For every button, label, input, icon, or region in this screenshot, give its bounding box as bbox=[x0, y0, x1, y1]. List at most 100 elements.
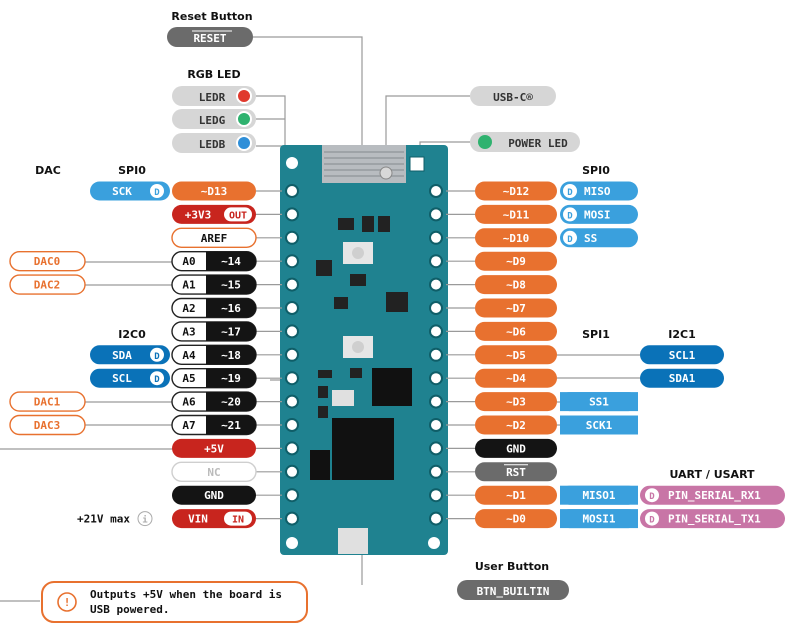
digital-alt-label: ~18 bbox=[221, 349, 241, 362]
left-pin-+5V: +5V bbox=[172, 438, 256, 458]
pin-label-box bbox=[475, 345, 557, 365]
header-pad bbox=[429, 394, 443, 409]
pin-label-box bbox=[171, 227, 257, 249]
left-pin-A6: A6~20 bbox=[171, 391, 257, 412]
right-pin-~D3: ~D3 bbox=[475, 392, 557, 412]
header-uart: UART / USART bbox=[669, 468, 755, 481]
header-pad bbox=[285, 371, 299, 386]
analog-pin-label: A3 bbox=[182, 325, 195, 338]
left-pin-~D13: ~D13 bbox=[172, 181, 256, 201]
header-spi1: SPI1 bbox=[582, 328, 610, 341]
pin-label: ~D5 bbox=[506, 349, 526, 362]
header-spi0-left: SPI0 bbox=[118, 164, 146, 177]
pin-label-box bbox=[475, 204, 557, 224]
left-pin-GND: GND bbox=[172, 485, 256, 505]
header-pad bbox=[285, 394, 299, 409]
pin-tag-badge bbox=[224, 511, 252, 526]
dac-label-box bbox=[9, 414, 86, 436]
pin-label-box bbox=[475, 181, 557, 201]
dac-label-box bbox=[9, 274, 86, 295]
pin-label: ~D10 bbox=[503, 232, 530, 245]
green-led-icon bbox=[236, 111, 252, 127]
pin-label-box bbox=[475, 228, 557, 248]
digital-alt-label: ~14 bbox=[221, 255, 241, 268]
digital-alt-label: ~17 bbox=[221, 325, 241, 338]
usbc-text: USB-C® bbox=[493, 91, 533, 104]
pin-label: RST bbox=[506, 466, 526, 479]
pin-label-box bbox=[475, 298, 557, 318]
dac-label: DAC1 bbox=[34, 396, 61, 409]
i2c0-label: SDA bbox=[112, 349, 132, 362]
analog-pin-label: A6 bbox=[182, 396, 196, 409]
power-led-icon bbox=[478, 135, 492, 149]
power-led-text: POWER LED bbox=[508, 137, 568, 150]
warning-icon-glyph: ! bbox=[64, 596, 71, 609]
analog-pin-label: A5 bbox=[182, 372, 195, 385]
dac-label-DAC2: DAC2 bbox=[9, 274, 86, 295]
pin-label-box bbox=[172, 181, 256, 201]
header-user-button: User Button bbox=[475, 560, 549, 573]
i2c1-SDA1: SDA1 bbox=[640, 368, 724, 388]
header-pad bbox=[285, 254, 299, 269]
analog-pin-label: A7 bbox=[182, 419, 195, 432]
header-dac: DAC bbox=[35, 164, 61, 177]
dac-label-DAC1: DAC1 bbox=[9, 391, 86, 412]
pin-label: ~D11 bbox=[503, 208, 530, 221]
header-pad bbox=[285, 511, 299, 526]
header-pad bbox=[285, 184, 299, 198]
reset-text: RESET bbox=[193, 32, 226, 45]
pin-label: GND bbox=[506, 442, 526, 455]
digital-badge-icon-letter: D bbox=[567, 211, 573, 221]
header-pad bbox=[285, 277, 299, 292]
spi0-label-box bbox=[560, 204, 638, 224]
header-pad bbox=[285, 441, 299, 456]
spi1-SS1: SS1 bbox=[560, 392, 638, 412]
right-pin-~D4: ~D4 bbox=[475, 368, 557, 388]
analog-pin-label: A2 bbox=[182, 302, 195, 315]
analog-pin-label: A4 bbox=[182, 349, 196, 362]
digital-badge-icon bbox=[645, 488, 659, 503]
spi1-MISO1: MISO1 bbox=[560, 485, 638, 505]
dac-label-DAC3: DAC3 bbox=[9, 414, 86, 436]
pin-label-box bbox=[475, 368, 557, 388]
pin-label: ~D7 bbox=[506, 302, 526, 315]
uart-label-box bbox=[640, 509, 785, 529]
header-pad bbox=[285, 324, 299, 339]
pin-label-box bbox=[475, 321, 557, 341]
header-pad bbox=[285, 301, 299, 315]
pin-label: ~D2 bbox=[506, 419, 526, 432]
left-pin-A1: A1~15 bbox=[171, 274, 257, 295]
btn-builtin-label: BTN_BUILTIN bbox=[457, 580, 569, 600]
pin-label: ~D0 bbox=[506, 513, 526, 526]
header-pad bbox=[429, 207, 443, 222]
microcontroller-chip bbox=[372, 368, 412, 406]
spi0-label: SS bbox=[584, 232, 597, 245]
mount-hole bbox=[286, 157, 298, 169]
right-pin-~D1: ~D1 bbox=[475, 485, 557, 505]
pin-label-box bbox=[171, 461, 257, 482]
digital-badge-icon-letter: D bbox=[649, 492, 655, 502]
pin-label: GND bbox=[204, 489, 224, 502]
digital-alt-label: ~16 bbox=[221, 302, 241, 315]
pin-label: ~D1 bbox=[506, 489, 526, 502]
warning-icon bbox=[57, 592, 77, 612]
i2c1-label-box bbox=[640, 368, 724, 388]
power-led-label: POWER LED bbox=[470, 132, 580, 152]
header-pad bbox=[285, 347, 299, 362]
pin-label-box bbox=[475, 392, 557, 412]
pin-tag: OUT bbox=[229, 210, 247, 221]
pin-label-box bbox=[172, 438, 256, 458]
pin-label: ~D9 bbox=[506, 255, 526, 268]
i2c1-SCL1: SCL1 bbox=[640, 345, 724, 365]
pin-label-box bbox=[475, 251, 557, 271]
pin-label: ~D3 bbox=[506, 396, 526, 409]
digital-badge-icon bbox=[150, 371, 164, 386]
digital-badge-icon bbox=[563, 184, 577, 198]
pin-tag: IN bbox=[232, 515, 244, 526]
mount-hole bbox=[286, 537, 298, 549]
